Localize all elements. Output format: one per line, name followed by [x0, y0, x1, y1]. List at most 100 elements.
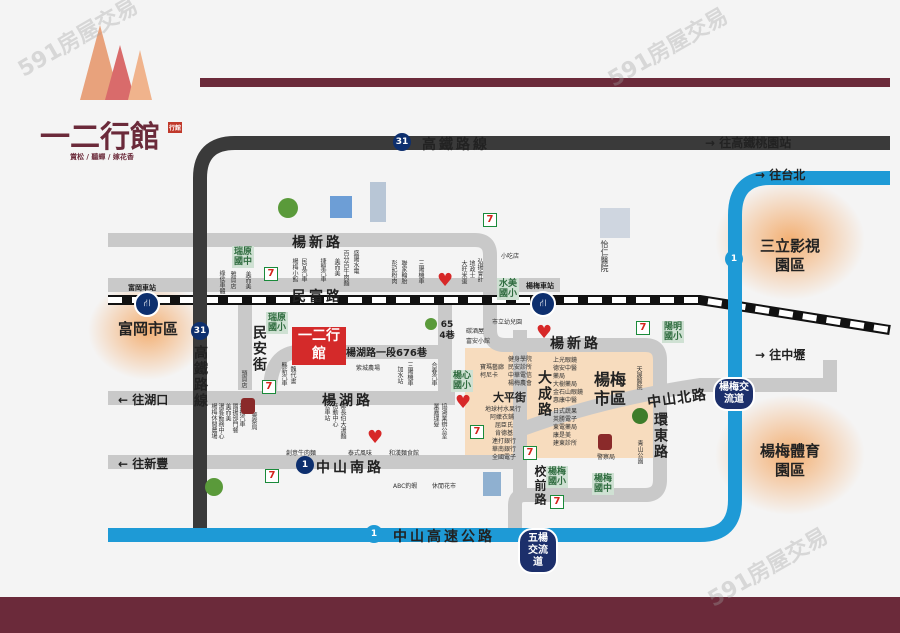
school-yangming: 陽明國小	[662, 321, 684, 343]
poi: 聯家輪胎	[400, 260, 407, 284]
poi: 楊梅小館	[291, 258, 298, 282]
project-marker[interactable]: 一二行館	[292, 327, 346, 365]
route-31-shield: 31	[393, 133, 411, 151]
convenience-store-icon: 7	[264, 267, 278, 281]
poi: 和漢麵食館	[389, 450, 420, 457]
hospital-heart-icon: ♥	[437, 270, 454, 291]
hospital-building-icon	[600, 208, 630, 238]
to-hukou: ← 往湖口	[118, 393, 169, 407]
poi: 誠揚汽車	[238, 403, 245, 427]
poi: 綠侯車體	[218, 270, 225, 294]
hospital-heart-icon: ♥	[455, 392, 472, 413]
poi: 全國電子	[492, 454, 517, 461]
train-station-icon: ⛙	[134, 291, 160, 317]
poi: 彭記粉肉	[390, 260, 397, 284]
school-ruiyuan-es: 瑞原國小	[266, 312, 288, 334]
road-dacheng: 大成路	[536, 370, 552, 418]
poi: 盛陽水電	[352, 250, 359, 274]
convenience-store-icon: 7	[265, 469, 279, 483]
to-hukou-label: 往湖口	[132, 393, 169, 407]
route-31-shield: 31	[191, 322, 209, 340]
building-icon	[330, 196, 352, 218]
convenience-store-icon: 7	[262, 380, 276, 394]
poi: 美而美	[244, 271, 251, 289]
poi: 魏代書	[289, 366, 296, 384]
school-shuimei: 水美國小	[497, 278, 519, 300]
poi: 加水站	[396, 366, 403, 384]
poi: 肯德基	[495, 430, 514, 437]
tree-logo	[80, 25, 152, 100]
poi: 捷聖汽車	[319, 258, 326, 282]
poi: 合春汽車	[430, 362, 437, 386]
poi: 百分百牛肉麵	[342, 250, 349, 286]
poi: ABC釣蝦	[393, 483, 418, 490]
convenience-store-icon: 7	[550, 495, 564, 509]
hsr-line	[193, 136, 890, 540]
poi: 警察局	[597, 454, 616, 461]
poi: 公車站	[323, 403, 330, 421]
convenience-store-icon: 7	[523, 446, 537, 460]
tree-icon	[278, 198, 298, 218]
road-yanghu: 楊湖路	[322, 393, 373, 409]
poi: 健身學院	[508, 356, 533, 363]
poi: 三陽機車	[406, 362, 413, 386]
poi: 中華電信	[508, 372, 533, 379]
to-hsr-station-label: 往高鐵桃園站	[719, 136, 792, 150]
poi: 阿嬤衣鋪	[490, 414, 515, 421]
poi: 泰式風味	[348, 450, 373, 457]
to-xinfeng: ← 往新豐	[118, 457, 169, 471]
school-ruiyuan-jh: 瑞原國中	[232, 246, 254, 268]
poi: 國揚部門餐	[231, 403, 238, 433]
poi: 東電藥局	[553, 424, 578, 431]
brand-name: 一二行館	[40, 120, 160, 155]
wuyang-interchange: 五楊交流道	[518, 528, 558, 574]
poi: 美而美	[333, 258, 340, 276]
building-icon	[483, 472, 501, 496]
poi: 美而美	[224, 403, 231, 421]
poi: 地球村水果行	[485, 406, 522, 413]
poi: 大樹藥局	[553, 381, 578, 388]
district-fugang: 富岡市區	[118, 320, 179, 338]
poi: 創意牛肉麵	[286, 450, 317, 457]
to-zhongli: → 往中壢	[755, 348, 806, 362]
glow-sports	[715, 395, 865, 515]
poi: 小吃店	[501, 253, 520, 260]
to-taipei: → 往台北	[755, 168, 806, 182]
poi: 日式蔬果	[553, 408, 578, 415]
to-hsr-station: → 往高鐵桃園站	[705, 136, 792, 150]
district-yangmei: 楊梅市區	[593, 370, 626, 408]
poi: 建東診所	[553, 440, 578, 447]
poi: 民安診所	[508, 364, 533, 371]
police-badge-icon	[241, 398, 255, 414]
road-minfu: 民富路	[292, 289, 343, 305]
poi: 業嘉理髮	[432, 403, 439, 427]
train-station-icon: ⛙	[530, 291, 556, 317]
building-icon	[370, 182, 386, 222]
poi: 屈臣氏	[495, 422, 514, 429]
tree-icon	[205, 478, 223, 496]
to-zhongli-label: 往中壢	[769, 348, 806, 362]
convenience-store-icon: 7	[470, 425, 484, 439]
road-huandong: 環東路	[652, 412, 668, 460]
yangmei-station-label: 楊梅車站	[526, 282, 554, 290]
poi: 藥局	[553, 373, 566, 380]
header-bar	[200, 78, 890, 87]
road-minan: 民安街	[251, 325, 267, 373]
fugang-station-label: 富岡車站	[128, 284, 156, 292]
road-xiaoqian: 校前路	[533, 465, 547, 507]
tree-icon	[425, 318, 437, 330]
poi: 休閒花市	[432, 483, 457, 490]
yangmei-interchange: 楊梅交流道	[713, 377, 755, 411]
poi: 柯尼卡	[480, 372, 499, 379]
poi: 大旺米蛋	[460, 260, 467, 284]
poi: 天晟醫院	[635, 366, 642, 390]
poi: 金石山眼鏡	[553, 389, 584, 396]
brand-stamp: 行館	[168, 122, 183, 133]
tree-icon	[632, 408, 648, 424]
convenience-store-icon: 7	[483, 213, 497, 227]
poi: 市立幼兒園	[492, 319, 523, 326]
hsr-line-label: 高鐵路線	[422, 137, 490, 153]
to-taipei-label: 往台北	[769, 168, 806, 182]
poi: 雅賀店	[229, 271, 236, 289]
